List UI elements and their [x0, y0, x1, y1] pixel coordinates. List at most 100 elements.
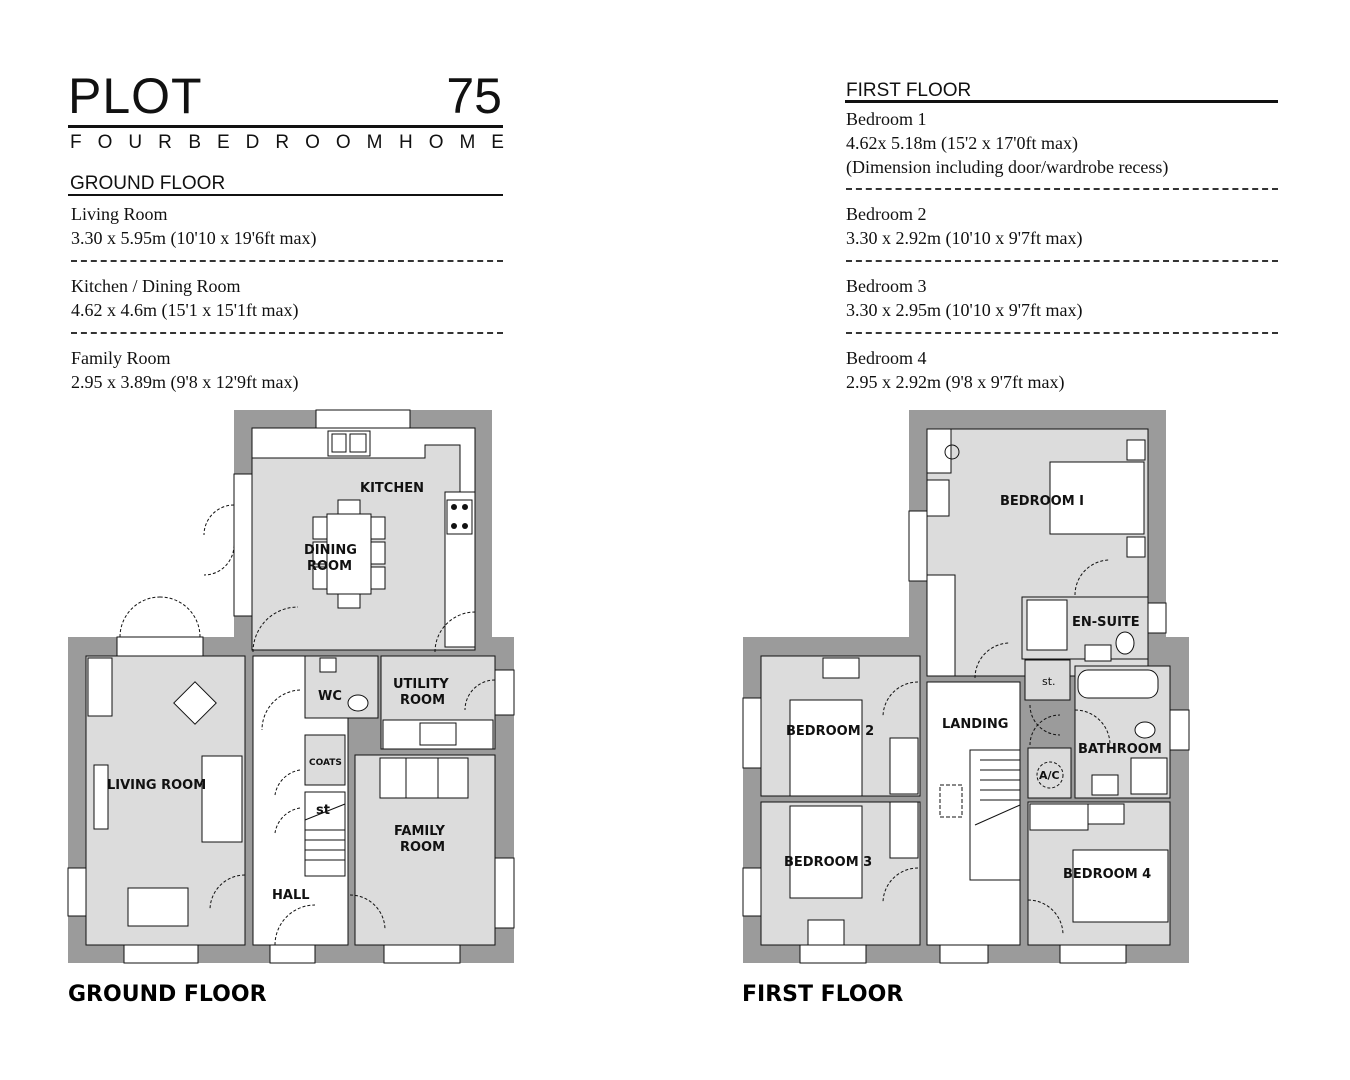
- dining-chairs-icon: [312, 499, 386, 609]
- spec-room-name: Bedroom 1: [846, 109, 927, 129]
- wardrobe-icon: [889, 801, 919, 859]
- dashed-divider: [71, 260, 503, 262]
- sink-bowl-icon: [331, 433, 347, 453]
- window: [1169, 709, 1190, 751]
- ground-spec-list: Living Room 3.30 x 5.95m (10'10 x 19'6ft…: [71, 202, 503, 394]
- first-spec-list: Bedroom 1 4.62x 5.18m (15'2 x 17'0ft max…: [846, 107, 1278, 394]
- room-label-dining: ROOM: [307, 559, 352, 574]
- toilet-icon: [1115, 631, 1135, 655]
- basin-icon: [1084, 644, 1112, 662]
- window: [123, 944, 199, 964]
- room-label-family-room: FAMILY: [394, 824, 445, 839]
- stair-treads: [974, 759, 1021, 826]
- room-label-bedroom-1: BEDROOM I: [1000, 494, 1084, 509]
- room-label-hall: HALL: [272, 888, 310, 903]
- hob-icon: [446, 499, 473, 535]
- spec-room-name: Living Room: [71, 204, 168, 224]
- sofa-icon: [127, 887, 189, 927]
- room-label-bedroom-2: BEDROOM 2: [786, 724, 874, 739]
- room-label-landing: LANDING: [942, 717, 1008, 732]
- store-cupboard-floor: [1024, 659, 1071, 701]
- spec-item: Bedroom 4 2.95 x 2.92m (9'8 x 9'7ft max): [846, 346, 1278, 394]
- title-rule: [68, 125, 503, 128]
- spec-item: Kitchen / Dining Room 4.62 x 4.6m (15'1 …: [71, 274, 503, 322]
- window: [742, 867, 762, 917]
- hob-burners-icon: [451, 504, 468, 529]
- room-label-store: st.: [1042, 675, 1056, 688]
- window: [383, 944, 461, 964]
- bedside-table-icon: [1126, 536, 1146, 558]
- window: [908, 510, 928, 582]
- subtitle-word: FOUR: [70, 132, 188, 153]
- spec-room-dimensions: 3.30 x 2.95m (10'10 x 9'7ft max): [846, 300, 1083, 320]
- spec-item: Family Room 2.95 x 3.89m (9'8 x 12'9ft m…: [71, 346, 503, 394]
- french-door: [116, 636, 204, 657]
- stair-treads: [304, 803, 346, 861]
- sofa-icon: [379, 757, 469, 799]
- room-label-utility: ROOM: [400, 693, 445, 708]
- plot-title: PLOT: [68, 68, 203, 124]
- spec-room-name: Bedroom 4: [846, 348, 927, 368]
- wardrobe-icon: [889, 737, 919, 795]
- chest-icon: [807, 919, 845, 946]
- room-label-living-room: LIVING ROOM: [107, 778, 206, 793]
- window: [939, 944, 989, 964]
- room-label-family-room: ROOM: [400, 840, 445, 855]
- bedside-table-icon: [1126, 439, 1146, 461]
- basin-icon: [1091, 774, 1119, 796]
- room-label-store: st: [316, 803, 330, 818]
- window: [315, 409, 411, 429]
- spec-room-name: Bedroom 2: [846, 204, 927, 224]
- window: [1147, 602, 1167, 634]
- room-label-dining: DINING: [304, 543, 357, 558]
- front-door: [269, 944, 316, 964]
- spec-room-dimensions: 3.30 x 2.92m (10'10 x 9'7ft max): [846, 228, 1083, 248]
- chest-icon: [822, 657, 860, 679]
- window: [67, 867, 87, 917]
- spec-room-name: Family Room: [71, 348, 171, 368]
- spec-item: Living Room 3.30 x 5.95m (10'10 x 19'6ft…: [71, 202, 503, 250]
- home-type-subtitle: FOUR BEDROOM HOME: [70, 132, 504, 154]
- first-heading-rule: [845, 100, 1278, 103]
- dining-table-icon: [326, 513, 372, 595]
- spec-room-dimensions: 2.95 x 2.92m (9'8 x 9'7ft max): [846, 372, 1065, 392]
- first-floor-heading: FIRST FLOOR: [846, 80, 972, 101]
- door-swings: [882, 559, 1111, 936]
- airing-cupboard-floor: [1027, 747, 1072, 799]
- dashed-divider: [846, 188, 1278, 190]
- room-label-kitchen: KITCHEN: [360, 481, 424, 496]
- dashed-divider: [846, 332, 1278, 334]
- spec-item: Bedroom 1 4.62x 5.18m (15'2 x 17'0ft max…: [846, 107, 1278, 179]
- ground-floor-heading: GROUND FLOOR: [70, 173, 226, 194]
- kitchen-worktop: [251, 427, 476, 493]
- room-label-bedroom-4: BEDROOM 4: [1063, 867, 1151, 882]
- chest-icon: [1087, 803, 1125, 825]
- room-label-bathroom: BATHROOM: [1078, 742, 1162, 757]
- loft-hatch-icon: [939, 784, 963, 818]
- dashed-divider: [846, 260, 1278, 262]
- subtitle-word: HOME: [398, 132, 520, 153]
- spec-item: Bedroom 2 3.30 x 2.92m (10'10 x 9'7ft ma…: [846, 202, 1278, 250]
- piano-icon: [87, 657, 113, 717]
- coats-cupboard-floor: [304, 734, 346, 786]
- wc-floor: [304, 655, 379, 719]
- ground-floor-caption: GROUND FLOOR: [68, 982, 267, 1007]
- chair-icon: [944, 444, 960, 460]
- dashed-divider: [71, 332, 503, 334]
- desk-icon: [1029, 803, 1089, 831]
- single-bed-icon: [789, 699, 863, 797]
- toilet-icon: [347, 694, 369, 712]
- room-label-utility: UTILITY: [393, 677, 449, 692]
- window: [742, 697, 762, 769]
- spec-room-name: Bedroom 3: [846, 276, 927, 296]
- spec-room-dimensions: 4.62x 5.18m (15'2 x 17'0ft max): [846, 133, 1078, 153]
- shower-icon: [1130, 757, 1168, 795]
- wardrobe-icon: [926, 574, 956, 677]
- window: [799, 944, 867, 964]
- spec-room-dimensions: 4.62 x 4.6m (15'1 x 15'1ft max): [71, 300, 299, 320]
- chest-icon: [926, 479, 950, 517]
- fireplace-icon: [93, 764, 109, 830]
- spec-room-dimensions: 3.30 x 5.95m (10'10 x 19'6ft max): [71, 228, 317, 248]
- sofa-icon: [201, 755, 243, 843]
